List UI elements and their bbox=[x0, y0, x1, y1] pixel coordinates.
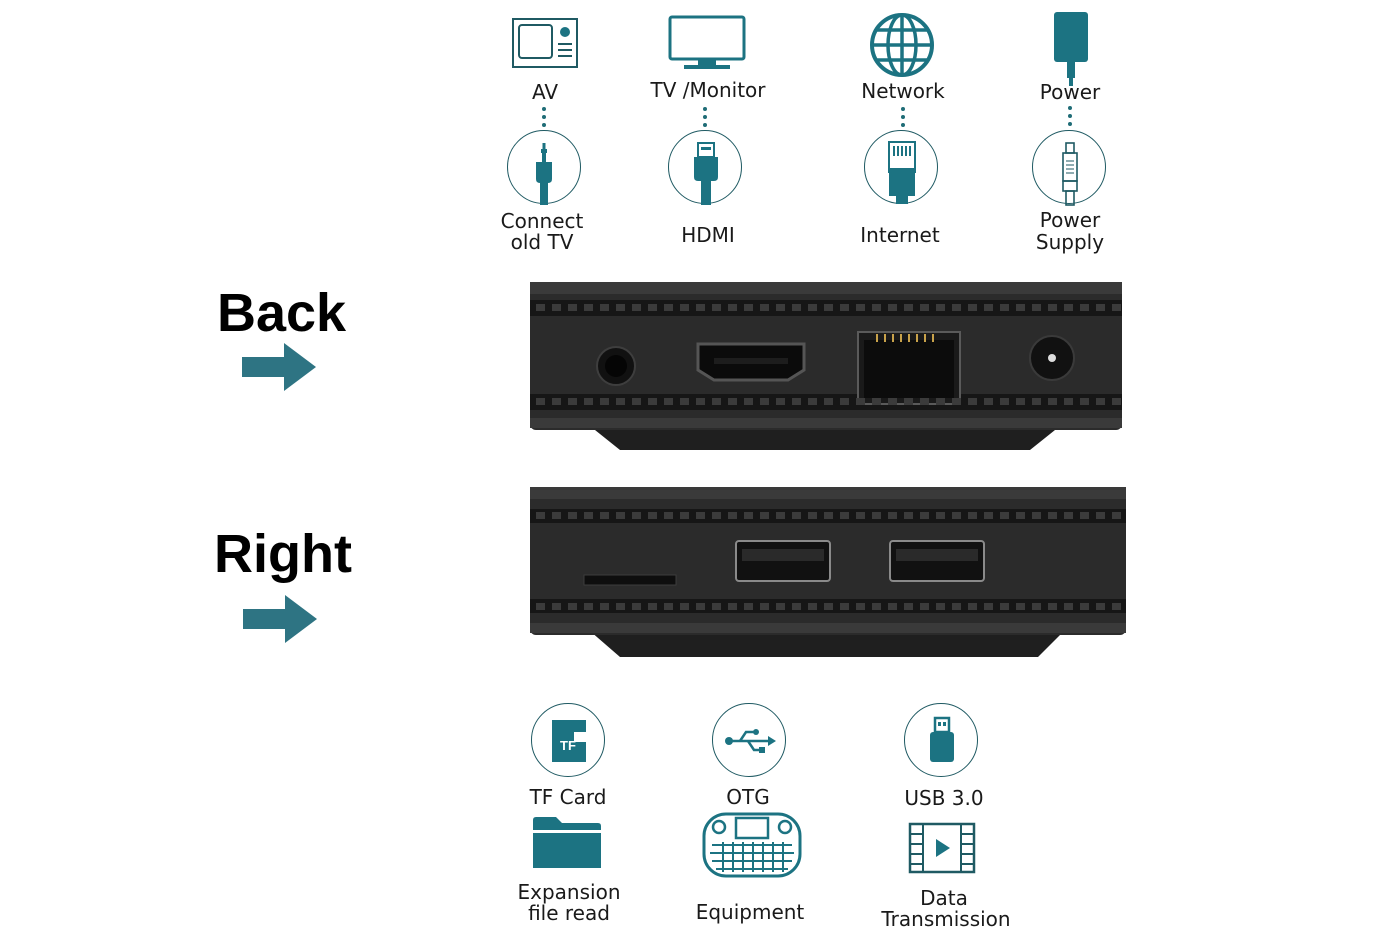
back-side-title: Back bbox=[217, 283, 347, 343]
connector-dots bbox=[703, 107, 707, 131]
usb-stick-icon bbox=[930, 716, 954, 762]
power-label: Power bbox=[1039, 80, 1101, 104]
old-tv-icon bbox=[512, 18, 578, 68]
hdmi-plug-icon bbox=[694, 142, 718, 205]
internet-label: Internet bbox=[860, 223, 940, 247]
av-connect-label: Connect bbox=[500, 209, 584, 233]
expansion-label: Expansion bbox=[517, 880, 621, 904]
tf-badge: TF bbox=[560, 738, 576, 753]
dc-plug-icon bbox=[1062, 142, 1078, 206]
keyboard-remote-icon bbox=[702, 812, 802, 878]
globe-icon bbox=[870, 13, 934, 77]
film-play-icon bbox=[908, 822, 976, 874]
av-label: AV bbox=[531, 80, 559, 104]
ethernet-plug-icon bbox=[888, 141, 916, 204]
data-transmission-label: Data bbox=[920, 886, 968, 910]
monitor-icon bbox=[668, 15, 746, 69]
usb3-label: USB 3.0 bbox=[904, 786, 984, 810]
right-side-title: Right bbox=[214, 524, 352, 584]
tf-card-label: TF Card bbox=[529, 785, 607, 809]
power-adapter-icon bbox=[1054, 12, 1088, 86]
monitor-label: TV /Monitor bbox=[650, 78, 766, 102]
equipment-label: Equipment bbox=[695, 900, 805, 924]
device-back-view bbox=[530, 282, 1122, 450]
power-supply-label-2: Supply bbox=[1035, 230, 1105, 254]
device-right-view bbox=[530, 487, 1126, 657]
arrow-right-icon bbox=[242, 343, 316, 391]
tf-card-icon: TF bbox=[552, 720, 588, 762]
arrow-right-icon bbox=[243, 595, 317, 643]
av-connect-label-2: old TV bbox=[510, 230, 574, 254]
connector-dots bbox=[542, 107, 546, 131]
network-label: Network bbox=[861, 79, 945, 103]
data-transmission-label-2: Transmission bbox=[881, 907, 1011, 931]
usb-symbol-icon bbox=[725, 729, 776, 753]
connector-dots bbox=[901, 107, 905, 131]
av-jack-icon bbox=[536, 143, 552, 205]
folder-icon bbox=[533, 817, 601, 868]
hdmi-label: HDMI bbox=[681, 223, 735, 247]
power-supply-label: Power bbox=[1039, 208, 1101, 232]
connector-dots bbox=[1068, 106, 1072, 130]
expansion-label-2: file read bbox=[528, 901, 610, 925]
otg-label: OTG bbox=[726, 785, 770, 809]
